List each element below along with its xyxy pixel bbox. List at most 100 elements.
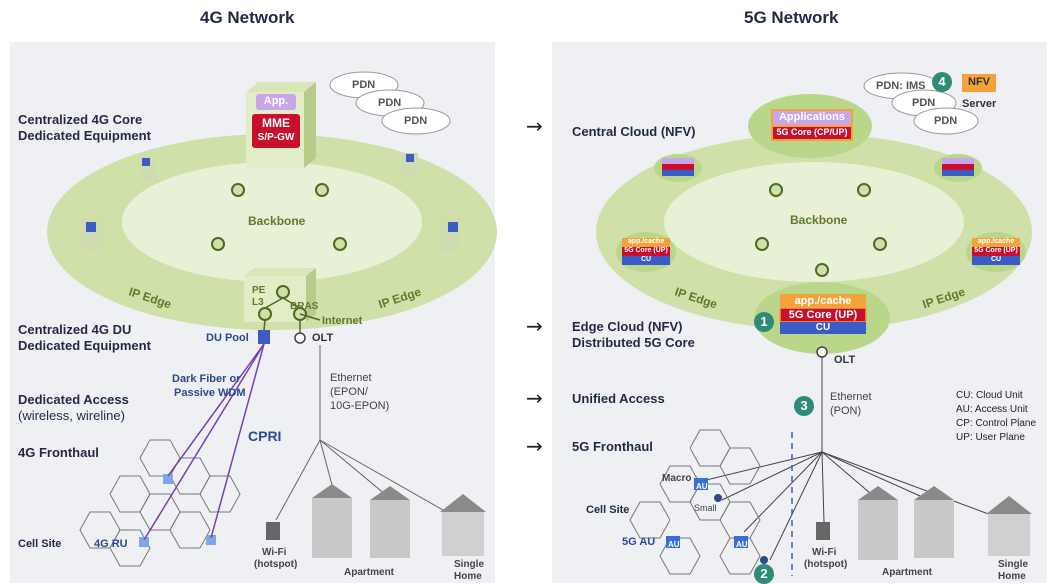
right-pdn-ims: PDN: IMS bbox=[876, 80, 926, 92]
small-cell-icon bbox=[714, 494, 722, 502]
left-pdn-1: PDN bbox=[352, 79, 376, 91]
central-cloud-label: Central Cloud (NFV) bbox=[572, 124, 696, 139]
fronthaul-5g-label: 5G Fronthaul bbox=[572, 439, 653, 454]
right-single-line1: Single bbox=[998, 559, 1029, 570]
right-olt-icon bbox=[816, 346, 828, 358]
left-wifi-line2: (hotspot) bbox=[254, 559, 298, 570]
edge-cache-block bbox=[780, 294, 866, 308]
right-cloud-cache: app./cache bbox=[977, 238, 1015, 245]
left-wifi-line1: Wi-Fi bbox=[262, 547, 287, 558]
left-olt-label: OLT bbox=[312, 332, 334, 344]
arrow-edge: → bbox=[526, 314, 543, 338]
left-panel-title: 4G Network bbox=[200, 8, 295, 27]
core-box-top bbox=[246, 82, 316, 92]
badge-3: 3 bbox=[794, 396, 814, 416]
left-single-line1: Single bbox=[454, 559, 485, 570]
left-apartment-label: Apartment bbox=[344, 567, 395, 578]
legend-cp: CP: Control Plane bbox=[956, 418, 1037, 429]
arrow-central: → bbox=[526, 114, 543, 138]
right-apartment-label: Apartment bbox=[882, 567, 933, 578]
du-label-line2: Dedicated Equipment bbox=[18, 338, 151, 353]
legend-cu: CU: Cloud Unit bbox=[956, 390, 1023, 401]
core-cp-up-text: 5G Core (CP/UP) bbox=[776, 127, 848, 137]
core-gw-text: S/P-GW bbox=[257, 132, 295, 143]
left-ethernet-line3: 10G-EPON) bbox=[330, 400, 390, 412]
left-pdn-3: PDN bbox=[404, 115, 428, 127]
internet-label: Internet bbox=[322, 315, 363, 327]
nfv-server-icon bbox=[962, 74, 996, 92]
right-backbone-label: Backbone bbox=[790, 213, 848, 227]
right-hex-cells bbox=[629, 429, 761, 575]
unified-access-label: Unified Access bbox=[572, 391, 665, 406]
left-single-line2: Home bbox=[454, 571, 482, 582]
legend-up: UP: User Plane bbox=[956, 432, 1025, 443]
core-app-block bbox=[256, 94, 296, 110]
left-ethernet-line1: Ethernet bbox=[330, 372, 372, 384]
arrow-access: → bbox=[526, 386, 543, 410]
left-ru-icons bbox=[139, 474, 216, 547]
edge-box-top bbox=[244, 268, 316, 276]
left-backbone-ring bbox=[122, 162, 422, 282]
dark-fiber-line2: Passive WDM bbox=[174, 387, 246, 399]
cell-site-label-right: Cell Site bbox=[586, 504, 630, 516]
left-edge-links bbox=[263, 297, 321, 333]
right-pdn-1: PDN bbox=[912, 97, 936, 109]
core-box-side bbox=[304, 82, 316, 168]
left-cloud-cu: CU bbox=[640, 256, 652, 263]
macro-au-label: AU bbox=[696, 482, 708, 491]
edge-box-side bbox=[306, 268, 316, 322]
core-cp-up-block bbox=[771, 125, 853, 141]
right-mini-clouds bbox=[616, 154, 1026, 272]
right-ethernet-line1: Ethernet bbox=[830, 391, 872, 403]
right-buildings bbox=[816, 486, 1032, 560]
left-pdn-2: PDN bbox=[378, 97, 402, 109]
left-router-icons bbox=[211, 183, 347, 251]
applications-text: Applications bbox=[778, 111, 845, 123]
badge-4: 4 bbox=[932, 72, 952, 92]
left-olt-icon bbox=[294, 332, 306, 344]
cell-site-label-left: Cell Site bbox=[18, 538, 62, 550]
dark-fiber-line1: Dark Fiber or bbox=[172, 373, 241, 385]
cpri-label: CPRI bbox=[248, 428, 282, 444]
core-mme-text: MME bbox=[262, 116, 290, 130]
access-label-line1: Dedicated Access bbox=[18, 392, 129, 407]
small-cell-icon-2 bbox=[760, 556, 768, 564]
pe-label: PE bbox=[252, 285, 266, 296]
edge-cu-text: CU bbox=[815, 322, 831, 333]
right-pdn-2: PDN bbox=[934, 115, 958, 127]
left-ethernet-line2: (EPON/ bbox=[330, 386, 368, 398]
core-mme-block bbox=[252, 114, 300, 148]
core-label-line2: Dedicated Equipment bbox=[18, 128, 151, 143]
right-cloud-cu: CU bbox=[990, 256, 1002, 263]
core-app-text: App. bbox=[263, 95, 289, 107]
nfv-label: NFV bbox=[968, 76, 990, 88]
server-label: Server bbox=[962, 98, 997, 110]
fronthaul-4g-label: 4G Fronthaul bbox=[18, 445, 99, 460]
au-label-2: AU bbox=[736, 540, 748, 549]
du-pool-label: DU Pool bbox=[206, 332, 249, 344]
du-pool-icon bbox=[258, 330, 270, 344]
right-panel-title: 5G Network bbox=[744, 8, 839, 27]
badge-1: 1 bbox=[754, 312, 774, 332]
edge-cu-block bbox=[780, 322, 866, 334]
right-single-line2: Home bbox=[998, 571, 1026, 582]
right-backbone-ring bbox=[664, 162, 964, 282]
left-cloud-core: 5G Core (UP) bbox=[624, 247, 668, 254]
right-pdn-clouds bbox=[863, 72, 979, 135]
arrow-fronthaul: → bbox=[526, 434, 543, 458]
left-ring-nodes bbox=[82, 153, 460, 252]
au5g-label: 5G AU bbox=[622, 536, 656, 548]
left-cloud-cache: app./cache bbox=[627, 238, 665, 245]
right-router-icons bbox=[755, 183, 887, 277]
edge-cloud-label-line1: Edge Cloud (NFV) bbox=[572, 319, 683, 334]
right-olt-label: OLT bbox=[834, 354, 856, 366]
right-ethernet-line2: (PON) bbox=[830, 405, 862, 417]
access-label-line2: (wireless, wireline) bbox=[18, 408, 125, 423]
legend-au: AU: Access Unit bbox=[956, 404, 1028, 415]
core-label-line1: Centralized 4G Core bbox=[18, 112, 143, 127]
small-label: Small bbox=[694, 503, 717, 513]
edge-cache-text: app./cache bbox=[794, 295, 852, 307]
right-cloud-core: 5G Core (UP) bbox=[974, 247, 1018, 254]
au-label-1: AU bbox=[668, 540, 680, 549]
